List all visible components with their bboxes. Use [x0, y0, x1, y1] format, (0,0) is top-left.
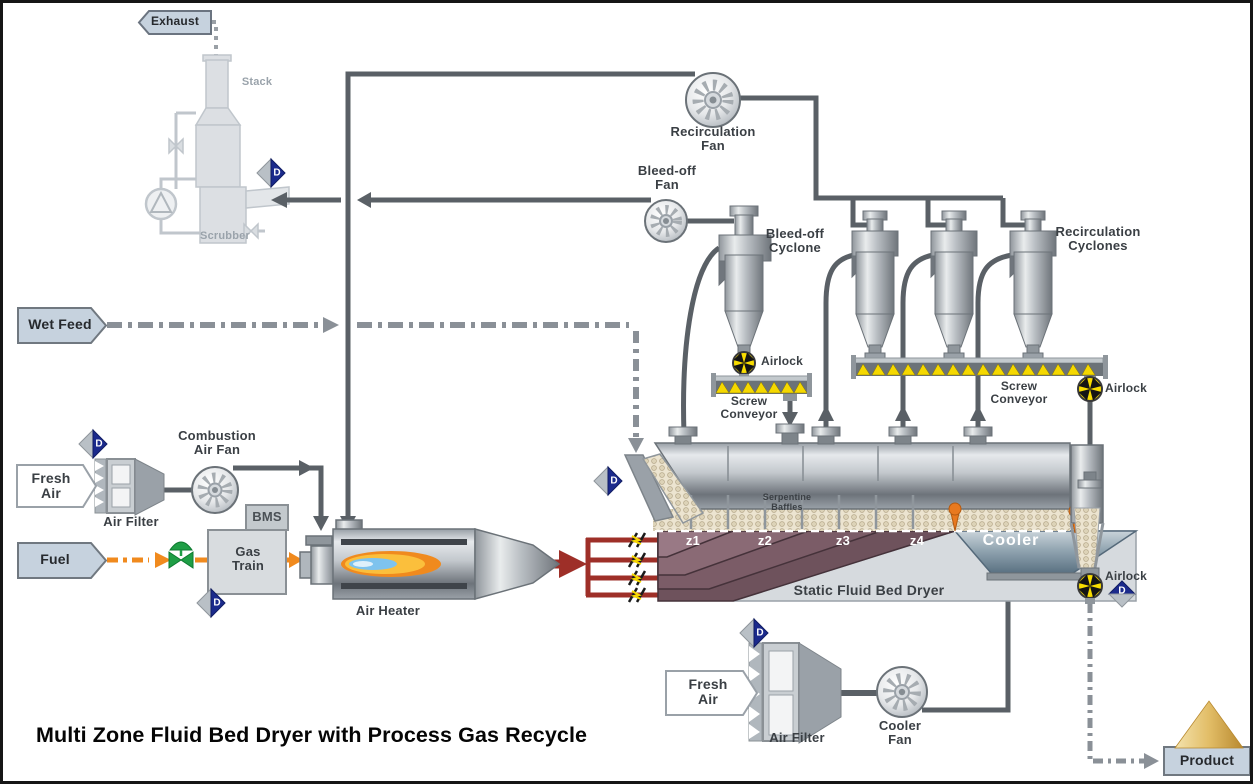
bms-label: BMS [252, 509, 282, 524]
solids-arrowheads [323, 317, 1159, 769]
air-filter-cooler-icon [748, 642, 842, 744]
dryer-shell [653, 442, 1071, 510]
combustion-air-fan-label: Combustion Air Fan [178, 428, 256, 458]
zone-z4-label: z4 [909, 533, 925, 548]
fresh-air-combustion-tag [16, 464, 98, 508]
instrument-diamond-gas-train-icon [196, 587, 226, 619]
fresh-air-cooler-tag [665, 670, 759, 716]
dryer-nozzles [668, 423, 993, 445]
bleed-off-fan-label: Bleed-off Fan [637, 163, 697, 193]
airlock-recycle-label: Airlock [1104, 381, 1148, 395]
instrument-diamond-cooler-filter-icon [739, 617, 769, 649]
gas-train-box [207, 504, 289, 595]
diagram-drawing [16, 10, 1250, 776]
screw-conveyor-left-icon [711, 373, 812, 401]
hot-gas-arrowhead [559, 550, 587, 578]
fresh-air-combustion-label: Fresh Air [31, 470, 71, 502]
screw-conveyor-right-icon [851, 355, 1108, 379]
bleed-off-cyclone-label: Bleed-off Cyclone [765, 226, 825, 256]
tag-shapes [16, 307, 1250, 776]
instrument-letter-product: D [1118, 585, 1126, 597]
instrument-letter-gas-train: D [213, 597, 221, 609]
zone-damper-valves [627, 532, 647, 603]
diagram-title: Multi Zone Fluid Bed Dryer with Process … [36, 723, 588, 747]
cooler-label: Cooler [982, 532, 1040, 549]
static-fluid-bed-dryer-label: Static Fluid Bed Dryer [793, 582, 945, 598]
wet-feed-label: Wet Feed [28, 316, 92, 332]
airlock-recycle-icon [1077, 376, 1103, 402]
zone-z3-label: z3 [835, 533, 851, 548]
discharge-hood [1069, 444, 1105, 569]
serpentine-baffles-label: Serpentine Baffles [762, 492, 812, 512]
solids-lines [107, 322, 1147, 764]
air-heater-label: Air Heater [355, 603, 421, 618]
instrument-letter-dryer: D [610, 475, 618, 487]
stack-label: Stack [241, 76, 273, 88]
recirculation-fan-label: Recirculation Fan [670, 124, 756, 154]
product-pile-icon [1174, 700, 1244, 749]
instrument-diamond-product-icon [1107, 580, 1137, 608]
airlock-bleed-label: Airlock [760, 354, 804, 368]
air-filter-cooler-label: Air Filter [769, 730, 825, 745]
combustion-air-fan-icon [191, 466, 239, 514]
air-filter-combustion-label: Air Filter [103, 514, 159, 529]
fluid-bed [653, 509, 1070, 531]
instrument-letter-air-filter: D [95, 438, 103, 450]
airlock-product-icon [1077, 567, 1103, 604]
instrument-diamond-icons [78, 157, 1137, 649]
air-heater-icon [299, 519, 561, 600]
instrument-diamond-air-filter-icon [78, 428, 108, 460]
instrument-letter-scrubber: D [273, 167, 281, 179]
bleed-off-cyclone [718, 205, 772, 354]
instrument-diamond-scrubber-icon [256, 157, 286, 189]
fresh-air-cooler-label: Fresh Air [688, 676, 728, 708]
feed-inlet-chute [623, 453, 705, 524]
zone-plenums [657, 530, 956, 602]
gas-ducting [163, 71, 1093, 713]
product-label: Product [1179, 752, 1235, 768]
airlock-bleed-icon [732, 350, 756, 380]
gas-train-label: Gas Train [231, 544, 265, 574]
recirculation-fan-icon [685, 72, 741, 128]
cooler-fan-label: Cooler Fan [878, 718, 922, 748]
fuel-label: Fuel [40, 551, 70, 567]
product-tag [1163, 746, 1250, 776]
bleed-off-fan-icon [644, 199, 688, 243]
instrument-diamond-dryer-icon [593, 465, 623, 497]
scrubber-stack-assembly [144, 20, 290, 244]
fuel-arrowheads [155, 552, 303, 568]
fuel-valve-icon [168, 541, 194, 569]
recirculation-cyclones-label: Recirculation Cyclones [1055, 224, 1141, 254]
exhaust-label: Exhaust [150, 14, 200, 28]
cooler-fan-icon [876, 666, 928, 718]
recirculation-cyclone-group [851, 210, 1057, 361]
scrubber-label: Scrubber [200, 230, 250, 242]
instrument-letter-cooler-filter: D [756, 627, 764, 639]
exhaust-tag [137, 10, 212, 35]
screw-conveyor-left-label: Screw Conveyor [720, 394, 778, 421]
screw-conveyor-right-label: Screw Conveyor [990, 379, 1048, 406]
zone-z1-label: z1 [685, 533, 701, 548]
zone-z2-label: z2 [757, 533, 773, 548]
dryer-shell-seams [727, 446, 954, 481]
airlock-product-label: Airlock [1104, 569, 1148, 583]
wet-feed-tag [17, 307, 108, 344]
air-filter-combustion-icon [94, 458, 165, 516]
fuel-tag [17, 542, 108, 579]
